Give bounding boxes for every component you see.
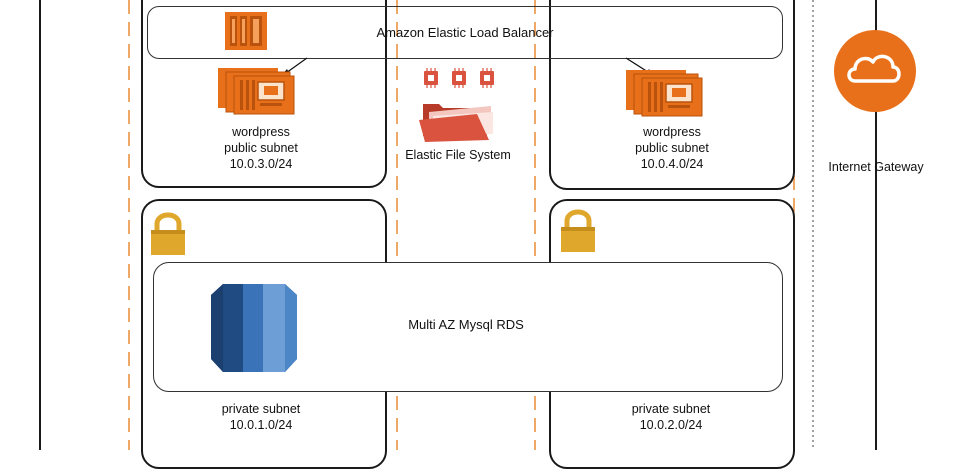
internet-gateway-icon: [834, 30, 916, 112]
lock-icon: [561, 209, 595, 252]
vpc-border-left: [39, 0, 41, 450]
elb-bar: Amazon Elastic Load Balancer: [147, 6, 783, 59]
subnet-cidr: 10.0.3.0/24: [229, 157, 293, 171]
subnet-cidr: 10.0.4.0/24: [640, 157, 704, 171]
ec2-instance-icon: [218, 68, 295, 115]
public-subnet-b-label: wordpress public subnet 10.0.4.0/24: [602, 124, 742, 172]
subnet-type: private subnet: [221, 402, 301, 416]
subnet-cidr: 10.0.1.0/24: [229, 418, 293, 432]
private-subnet-b-label: private subnet 10.0.2.0/24: [601, 401, 741, 433]
elb-label: Amazon Elastic Load Balancer: [376, 25, 554, 40]
igw-label-text: Internet Gateway: [828, 160, 924, 174]
subnet-app: wordpress: [643, 125, 701, 139]
region-border-right: [875, 0, 877, 450]
subnet-app: wordpress: [232, 125, 290, 139]
subnet-cidr: 10.0.2.0/24: [639, 418, 703, 432]
lock-icon: [151, 212, 185, 255]
subnet-type: private subnet: [631, 402, 711, 416]
subnet-type: public subnet: [224, 141, 298, 155]
elb-icon: [225, 12, 267, 50]
chip-icons: [424, 68, 494, 88]
efs-label-text: Elastic File System: [405, 148, 511, 162]
rds-label: Multi AZ Mysql RDS: [408, 316, 524, 332]
rds-database-icon: [211, 284, 297, 372]
igw-label: Internet Gateway: [811, 159, 941, 175]
efs-label: Elastic File System: [388, 147, 528, 163]
efs-folder-icon: [419, 104, 493, 142]
public-subnet-a-label: wordpress public subnet 10.0.3.0/24: [191, 124, 331, 172]
subnet-type: public subnet: [635, 141, 709, 155]
ec2-instance-icon: [626, 70, 703, 117]
private-subnet-a-label: private subnet 10.0.1.0/24: [191, 401, 331, 433]
